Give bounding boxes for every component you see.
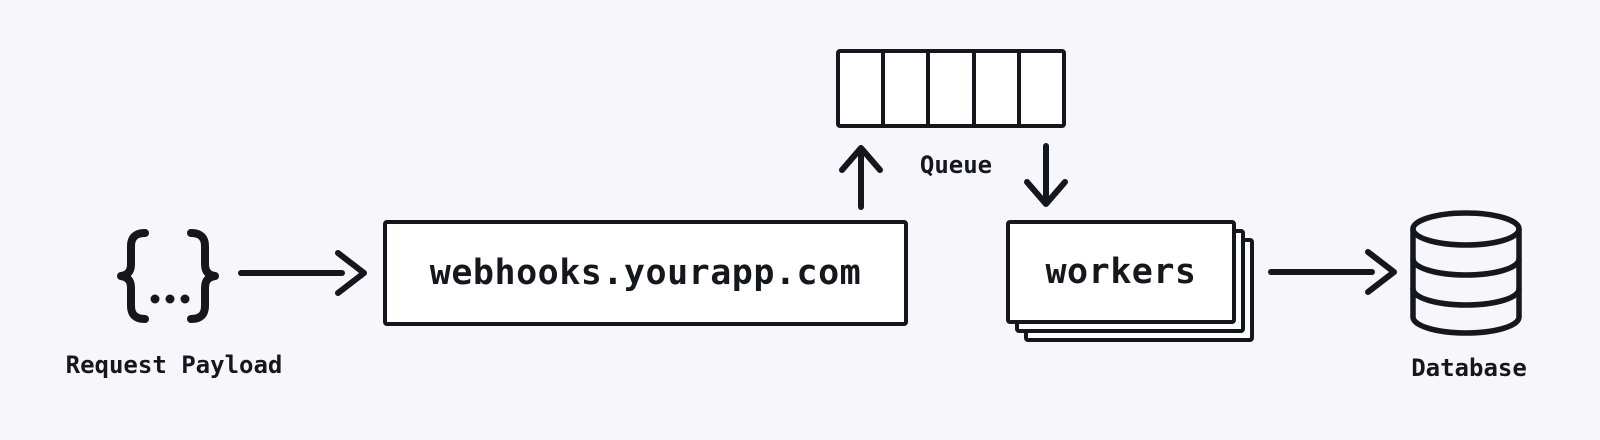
queue-slot: [926, 53, 972, 124]
queue-slot: [1016, 53, 1063, 124]
arrow-down-queue-to-workers-icon: [1024, 143, 1068, 207]
arrow-right-workers-to-database-icon: [1268, 249, 1397, 295]
workers-node: workers: [1006, 220, 1236, 324]
queue-box: [836, 49, 1066, 128]
webhook-server-node: webhooks.yourapp.com: [383, 220, 908, 326]
request-payload-label: Request Payload: [65, 351, 283, 379]
workers-label: workers: [1045, 252, 1197, 292]
database-label: Database: [1411, 354, 1527, 382]
curly-braces-icon: [117, 229, 219, 323]
queue-slot: [971, 53, 1017, 124]
queue-slot: [840, 53, 882, 124]
arrow-up-server-to-queue-icon: [839, 145, 883, 210]
webhook-server-label: webhooks.yourapp.com: [429, 253, 862, 293]
queue-slot: [881, 53, 927, 124]
arrow-right-payload-to-server-icon: [238, 250, 367, 296]
queue-label: Queue: [919, 151, 993, 179]
database-cylinder-icon: [1410, 210, 1522, 336]
ellipsis-dots: [150, 294, 190, 304]
